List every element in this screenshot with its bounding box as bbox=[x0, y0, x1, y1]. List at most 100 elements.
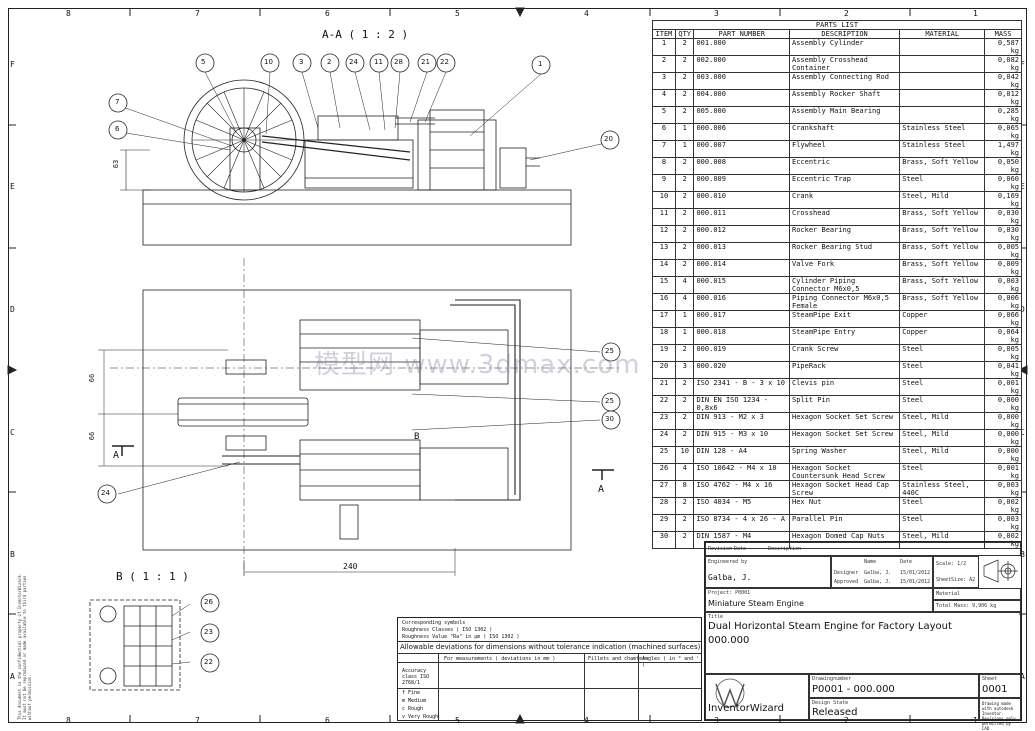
parts-list-qty: 2 bbox=[674, 89, 695, 107]
parts-list-qty: 2 bbox=[674, 531, 695, 549]
parts-list-title: PARTS LIST bbox=[652, 20, 1022, 30]
parts-list-item: 2 bbox=[652, 55, 676, 73]
tb-sheet-number: 0001 bbox=[982, 684, 1008, 695]
tb-designer-date: 15/01/2012 bbox=[900, 570, 931, 576]
zone-bot-6: 6 bbox=[325, 716, 330, 725]
tb-approved-label: Approved bbox=[834, 579, 859, 585]
detail-view-label: B ( 1 : 1 ) bbox=[116, 570, 189, 583]
parts-list-part-number: DIN 915 - M3 x 10 bbox=[693, 429, 790, 447]
tb-name-label: Name bbox=[864, 559, 877, 565]
parts-list-part-number: ISO 2341 - B - 3 x 10 bbox=[693, 378, 790, 396]
tolerance-table: Corresponding symbols Roughness Classes … bbox=[397, 617, 702, 721]
callout-1: 1 bbox=[538, 60, 543, 68]
parts-list-description: Parallel Pin bbox=[788, 514, 901, 532]
parts-list-material: Copper bbox=[899, 327, 986, 345]
parts-list-material: Steel bbox=[899, 378, 986, 396]
parts-list-qty: 2 bbox=[674, 55, 695, 73]
parts-list-description: Crank bbox=[788, 191, 901, 209]
parts-list-mass: 0,005 kg bbox=[984, 344, 1022, 362]
parts-list-item: 8 bbox=[652, 157, 676, 175]
parts-list-material: Brass, Soft Yellow bbox=[899, 157, 986, 175]
tolerance-accuracy: Accuracy class ISO 2768/1 bbox=[402, 668, 430, 686]
tb-drawing-number-label: Drawingnumber bbox=[812, 676, 852, 682]
parts-list-item: 18 bbox=[652, 327, 676, 345]
cut-label-left: A bbox=[113, 450, 120, 461]
parts-list-description: Split Pin bbox=[788, 395, 901, 413]
tolerance-headline: Allowable deviations for dimensions with… bbox=[400, 643, 701, 651]
callout-24-plan: 24 bbox=[101, 489, 110, 497]
parts-list-material: Steel bbox=[899, 497, 986, 515]
logo-mark bbox=[715, 678, 745, 709]
parts-list-item: 3 bbox=[652, 72, 676, 90]
parts-list-mass: 0,002 kg bbox=[984, 497, 1022, 515]
parts-list-material: Brass, Soft Yellow bbox=[899, 276, 986, 294]
parts-list-part-number: 000.012 bbox=[693, 225, 790, 243]
zone-top-3: 3 bbox=[714, 9, 719, 18]
parts-list-item: 12 bbox=[652, 225, 676, 243]
parts-list-mass: 0,169 kg bbox=[984, 191, 1022, 209]
parts-list-qty: 2 bbox=[674, 259, 695, 277]
tb-engineered-label: Engineered by bbox=[708, 559, 748, 565]
callout-22-detail: 22 bbox=[204, 658, 213, 666]
parts-list-qty: 2 bbox=[674, 225, 695, 243]
parts-list-mass: 0,005 kg bbox=[984, 242, 1022, 260]
title-block: Revision Date Description Engineered by … bbox=[704, 541, 1022, 731]
parts-list-item: 25 bbox=[652, 446, 676, 464]
parts-list-mass: 0,042 kg bbox=[984, 72, 1022, 90]
zone-top-7: 7 bbox=[195, 9, 200, 18]
parts-list-mass: 0,000 kg bbox=[984, 429, 1022, 447]
parts-list-item: 7 bbox=[652, 140, 676, 158]
parts-list-description: Clevis pin bbox=[788, 378, 901, 396]
callout-21: 21 bbox=[421, 58, 430, 66]
parts-list-item: 5 bbox=[652, 106, 676, 124]
parts-list-item: 27 bbox=[652, 480, 676, 498]
zone-top-2: 2 bbox=[844, 9, 849, 18]
tolerance-class-fine: f Fine bbox=[402, 690, 421, 696]
parts-list-part-number: 000.006 bbox=[693, 123, 790, 141]
zone-left-A: A bbox=[10, 672, 15, 681]
callout-22-top: 22 bbox=[440, 58, 449, 66]
parts-list-material: Brass, Soft Yellow bbox=[899, 293, 986, 311]
parts-list-material: Copper bbox=[899, 310, 986, 328]
parts-list-mass: 0,002 kg bbox=[984, 531, 1022, 549]
parts-list-mass: 0,285 kg bbox=[984, 106, 1022, 124]
parts-list-part-number: 001.000 bbox=[693, 38, 790, 56]
parts-list-part-number: DIN 913 - M2 x 3 bbox=[693, 412, 790, 430]
parts-list-part-number: ISO 4034 - M5 bbox=[693, 497, 790, 515]
parts-list-mass: 0,050 kg bbox=[984, 157, 1022, 175]
zone-right-C: C bbox=[1020, 428, 1025, 437]
parts-list-part-number: 005.000 bbox=[693, 106, 790, 124]
parts-list-mass: 0,006 kg bbox=[984, 293, 1022, 311]
parts-list-part-number: 000.020 bbox=[693, 361, 790, 379]
parts-list-qty: 2 bbox=[674, 174, 695, 192]
parts-list-material: Steel, Mild bbox=[899, 412, 986, 430]
tb-drawing-number: P0001 - 000.000 bbox=[812, 684, 895, 695]
zone-top-8: 8 bbox=[66, 9, 71, 18]
tb-approved-name: Galba, J. bbox=[864, 579, 892, 585]
parts-list-material: Steel bbox=[899, 395, 986, 413]
parts-list-part-number: DIN EN ISO 1234 - 0,8x6 bbox=[693, 395, 790, 413]
tb-project-label: Project: P0001 bbox=[708, 590, 751, 596]
zone-top-6: 6 bbox=[325, 9, 330, 18]
callout-11: 11 bbox=[374, 58, 383, 66]
tb-designer-label: Designer bbox=[834, 570, 859, 576]
parts-list-item: 26 bbox=[652, 463, 676, 481]
parts-list-item: 29 bbox=[652, 514, 676, 532]
confidentiality-note: This document is the confidential proper… bbox=[17, 573, 32, 720]
zone-right-D: D bbox=[1020, 305, 1025, 314]
callout-25-a: 25 bbox=[605, 347, 614, 355]
tb-approved-date: 15/01/2012 bbox=[900, 579, 931, 585]
tb-design-state-label: Design State bbox=[812, 700, 849, 706]
parts-list-qty: 2 bbox=[674, 429, 695, 447]
